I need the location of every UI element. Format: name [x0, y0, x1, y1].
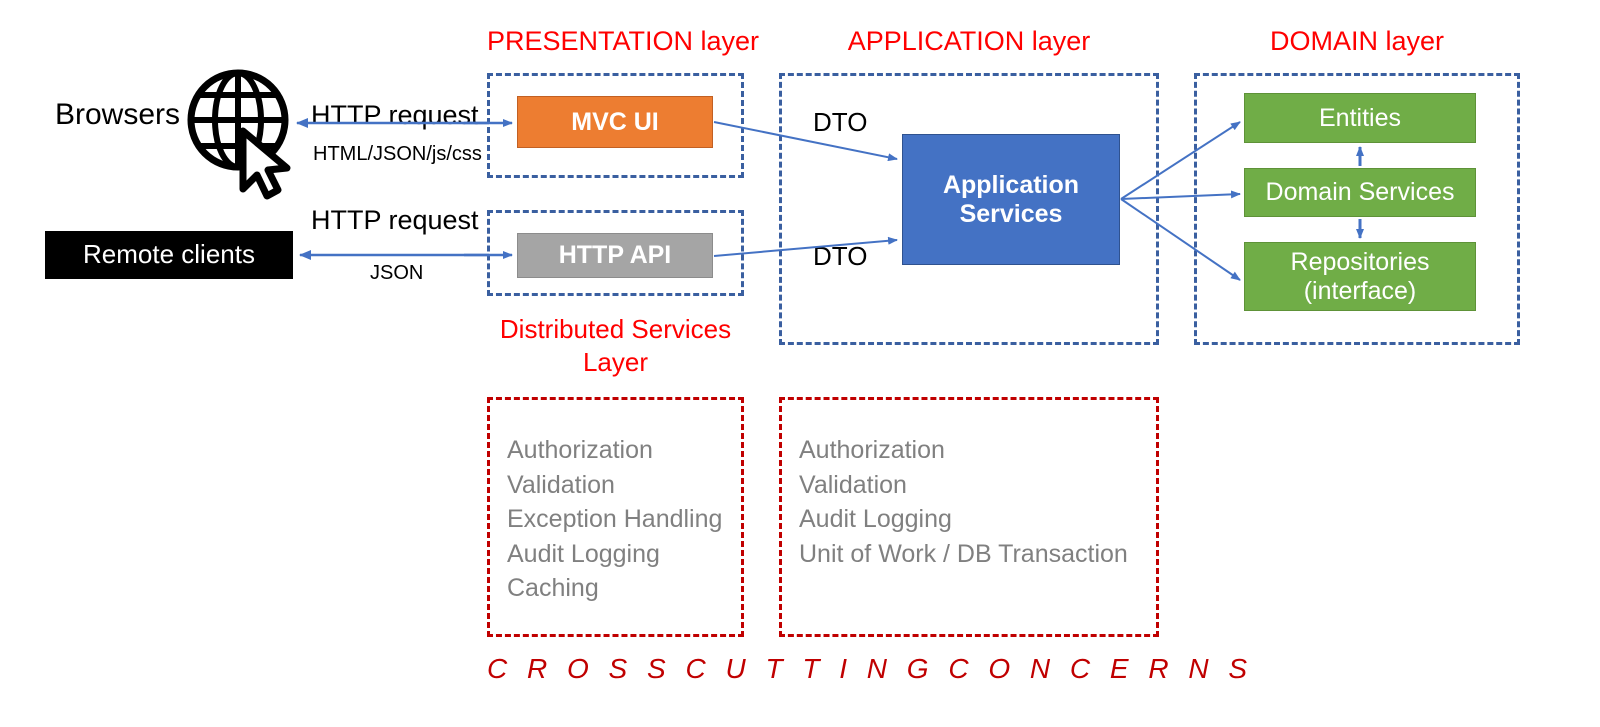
application-concerns-list: Authorization Validation Audit Logging U… — [799, 433, 1156, 571]
http-request-bottom-label: HTTP request — [311, 205, 479, 235]
concern-item: Audit Logging — [799, 505, 952, 533]
dto-top-label: DTO — [813, 107, 868, 137]
application-services-line1: Application — [942, 170, 1080, 199]
repositories-line2: (interface) — [1303, 276, 1417, 305]
presentation-concerns-list: Authorization Validation Exception Handl… — [507, 433, 741, 606]
distributed-services-layer-label: Distributed Services Layer — [472, 313, 759, 378]
remote-clients-box: Remote clients — [45, 231, 293, 279]
http-response-top-label: HTML/JSON/js/css — [313, 143, 482, 165]
mvc-ui-box: MVC UI — [517, 96, 713, 148]
http-response-bottom-label: JSON — [370, 262, 424, 284]
application-crosscutting-box: Authorization Validation Audit Logging U… — [779, 397, 1159, 637]
domain-layer-title: DOMAIN layer — [1269, 26, 1445, 56]
concern-item: Caching — [507, 574, 599, 602]
application-layer-title: APPLICATION layer — [847, 26, 1091, 56]
presentation-crosscutting-box: Authorization Validation Exception Handl… — [487, 397, 744, 637]
repositories-line1: Repositories — [1290, 247, 1430, 276]
concern-item: Exception Handling — [507, 505, 723, 533]
domain-services-box: Domain Services — [1244, 168, 1476, 217]
presentation-layer-title: PRESENTATION layer — [487, 26, 760, 56]
concern-item: Unit of Work / DB Transaction — [799, 539, 1128, 568]
concern-item: Authorization — [507, 436, 653, 464]
dto-bottom-label: DTO — [813, 241, 868, 271]
browsers-label: Browsers — [55, 98, 181, 131]
globe-cursor-icon — [187, 69, 291, 200]
cross-cutting-concerns-footer: C R O S S C U T T I N G C O N C E R N S — [487, 653, 1254, 684]
repositories-box: Repositories (interface) — [1244, 242, 1476, 311]
entities-box: Entities — [1244, 93, 1476, 143]
http-api-box: HTTP API — [517, 233, 713, 278]
concern-item: Authorization — [799, 436, 945, 464]
concern-item: Validation — [507, 470, 615, 499]
concern-item: Audit Logging — [507, 539, 660, 568]
distributed-services-line1: Distributed Services — [499, 314, 732, 344]
http-request-top-label: HTTP request — [311, 100, 479, 130]
application-services-box: Application Services — [902, 134, 1120, 265]
application-services-line2: Services — [959, 199, 1063, 228]
distributed-services-line2: Layer — [582, 346, 649, 377]
concern-item: Validation — [799, 470, 907, 499]
